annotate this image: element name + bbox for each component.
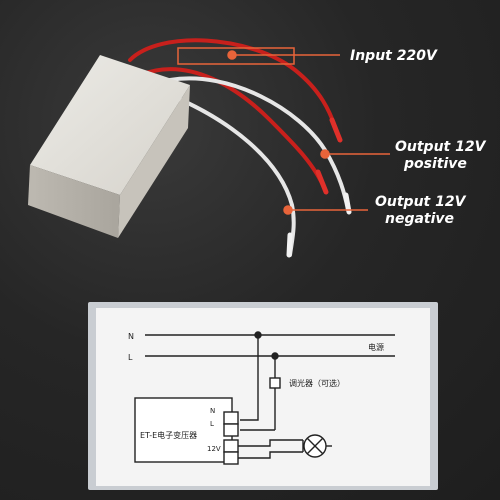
transformer-box bbox=[28, 55, 190, 238]
callout-output-negative-line1: Output 12V bbox=[375, 194, 466, 210]
callout-output-positive-line1: Output 12V bbox=[395, 139, 486, 155]
callout-input-220v: Input 220V bbox=[350, 48, 437, 64]
white-wire-group bbox=[168, 76, 350, 257]
diagram-label-transformer: ET-E电子变压器 bbox=[140, 430, 197, 440]
red-wire-ends bbox=[315, 117, 343, 195]
diagram-panel bbox=[88, 302, 438, 490]
red-wire-1 bbox=[128, 38, 340, 137]
white-wire-ends bbox=[286, 192, 352, 258]
callout-output-positive-line2: positive bbox=[404, 156, 467, 172]
transformer-photo bbox=[28, 38, 390, 258]
diagram-terminal-n: N bbox=[210, 407, 215, 415]
white-wire-2 bbox=[168, 93, 296, 257]
red-wire-2 bbox=[138, 67, 327, 192]
diagram-label-l: L bbox=[128, 353, 133, 362]
callout-output-negative-line2: negative bbox=[385, 211, 455, 227]
red-wire-group bbox=[128, 38, 340, 192]
diagram-label-n: N bbox=[128, 332, 134, 341]
diagram-label-dimmer: 调光器（可选） bbox=[289, 378, 345, 388]
white-wire-1 bbox=[168, 76, 350, 212]
callout-lines bbox=[177, 47, 390, 215]
diagram-terminal-l: L bbox=[210, 420, 214, 428]
diagram-terminal-12v: 12V bbox=[207, 445, 221, 453]
diagram-paper bbox=[96, 308, 430, 486]
diagram-label-mains: 电源 bbox=[368, 342, 384, 352]
